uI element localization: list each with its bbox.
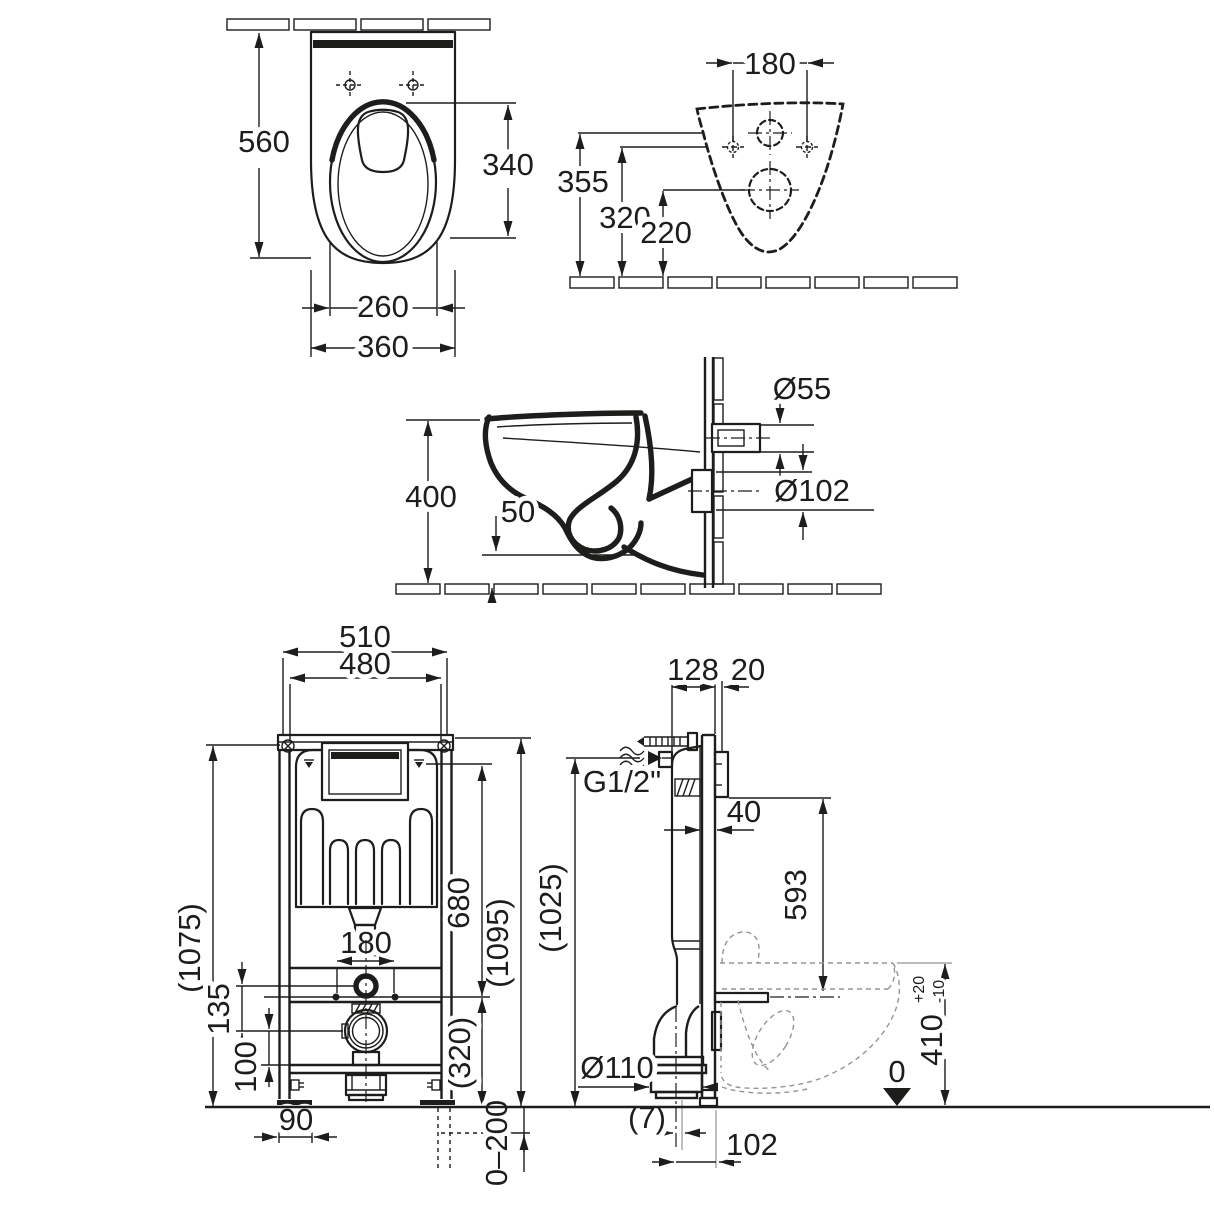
dim-seat-height-group: 410 +20 -10 (908, 973, 954, 1071)
dim-height-label: (1025) (533, 863, 568, 953)
wc-rear-outline (695, 101, 845, 254)
flush-rod-left (304, 759, 314, 768)
dim-supply-height-label: 355 (557, 164, 609, 199)
seat-opening-inner (337, 111, 429, 257)
datum-triangle (883, 1088, 911, 1106)
dim-seat-depth-label: 340 (482, 147, 534, 182)
foot-plate-left (277, 1100, 312, 1105)
cistern-corrugations (299, 807, 434, 906)
dim-depth-label: 560 (238, 124, 290, 159)
dim-foot-adjust-label: 0–200 (479, 1100, 514, 1186)
dim-cistern-height-label: 680 (441, 877, 476, 929)
drain-elbow (644, 1004, 708, 1100)
flush-pipe (347, 906, 383, 957)
ghost-wc-outline (720, 931, 901, 1094)
dim-height-label: 400 (405, 479, 457, 514)
dim-rail-depth-label: 40 (727, 794, 761, 829)
wall-anchor-screw (637, 731, 699, 752)
dim-hole-spacing-label: 180 (744, 46, 796, 81)
flush-plate-housing (713, 750, 730, 799)
cistern-access-window (320, 741, 410, 802)
dim-bowl-drop-label: 50 (501, 494, 535, 529)
supply-thread-label: G1/2" (583, 764, 661, 799)
wc-connection-bar (713, 991, 770, 1004)
dim-seat-height-tol-plus: +20 (911, 976, 928, 1003)
frame-side-view: 128 20 G1/2" (1025) (528, 647, 954, 1168)
flush-inlet-spigot (706, 422, 772, 454)
dim-frame-depth-label: 128 (667, 652, 719, 687)
foot-plate-right (420, 1100, 455, 1105)
wc-section-outline (482, 410, 706, 578)
fixing-hole-marker-right (399, 71, 427, 99)
dim-seat-height-tol-minus: -10 (931, 980, 948, 1003)
wc-top-view: 560 340 260 360 (226, 18, 539, 369)
seat-rim-shaded-arc (329, 99, 437, 163)
dim-outlet-dia-label: Ø102 (774, 473, 850, 508)
frame-legs (278, 750, 453, 1099)
leg-adjuster-right (427, 1079, 441, 1091)
floor-tiles (395, 583, 882, 595)
pipe-bracket (710, 1010, 723, 1052)
cistern-side-profile (657, 744, 703, 1006)
drain-bend-connection (341, 1008, 389, 1054)
corner-screw-right (437, 739, 451, 753)
dim-total-height-label: (1095) (480, 898, 515, 988)
outlet-connection (688, 468, 762, 514)
dim-drain-to-wall-label: 102 (726, 1127, 778, 1162)
flush-rod-right (414, 759, 424, 768)
frame-front-view: 510 480 (167, 614, 531, 1191)
wc-body-outline (309, 30, 457, 265)
floor-tiles (569, 276, 958, 289)
dim-width-label: 360 (357, 329, 409, 364)
dim-drain-dia-label: Ø110 (580, 1050, 654, 1085)
dim-outer-width-label: 510 (339, 619, 391, 654)
dim-plate-depth-label: 20 (731, 652, 765, 687)
dim-seat-width-label: 260 (357, 289, 409, 324)
wc-side-section: 400 50 Ø55 Ø102 (395, 357, 882, 603)
supply-hole-marker (748, 111, 792, 155)
dim-outlet-offset-label: 100 (228, 1041, 263, 1093)
flush-rim-opening (356, 108, 410, 174)
wc-back-edge (313, 40, 453, 48)
dim-outlet-height-label: (320) (442, 1017, 477, 1089)
dim-outlet-height-label: 220 (640, 215, 692, 250)
wc-rear-view: 180 355 320 220 (552, 41, 958, 289)
corner-screw-left (281, 739, 295, 753)
dim-frame-height-label: (1075) (172, 903, 207, 993)
fixing-bolt-right (391, 993, 399, 1001)
dim-supply-offset-label: 135 (201, 983, 236, 1035)
dim-top-to-seat-label: 593 (778, 869, 813, 921)
dim-fixing-height-label: 320 (599, 200, 651, 235)
cistern-outline (294, 748, 439, 909)
dim-drain-offset-label: (7) (628, 1100, 666, 1135)
dim-seat-height-label: 410 (914, 1014, 949, 1066)
datum-zero-label: 0 (888, 1054, 905, 1089)
foot-extension-dashes (437, 1108, 530, 1170)
fixing-bolt-left (332, 993, 340, 1001)
dim-fixing-width-label: 480 (339, 646, 391, 681)
wall-tiles (226, 18, 491, 31)
dim-inlet-dia-label: Ø55 (773, 371, 832, 406)
fixing-hole-marker-left (336, 71, 364, 99)
outlet-hole-marker (741, 161, 799, 219)
leg-adjuster-left (290, 1079, 304, 1091)
